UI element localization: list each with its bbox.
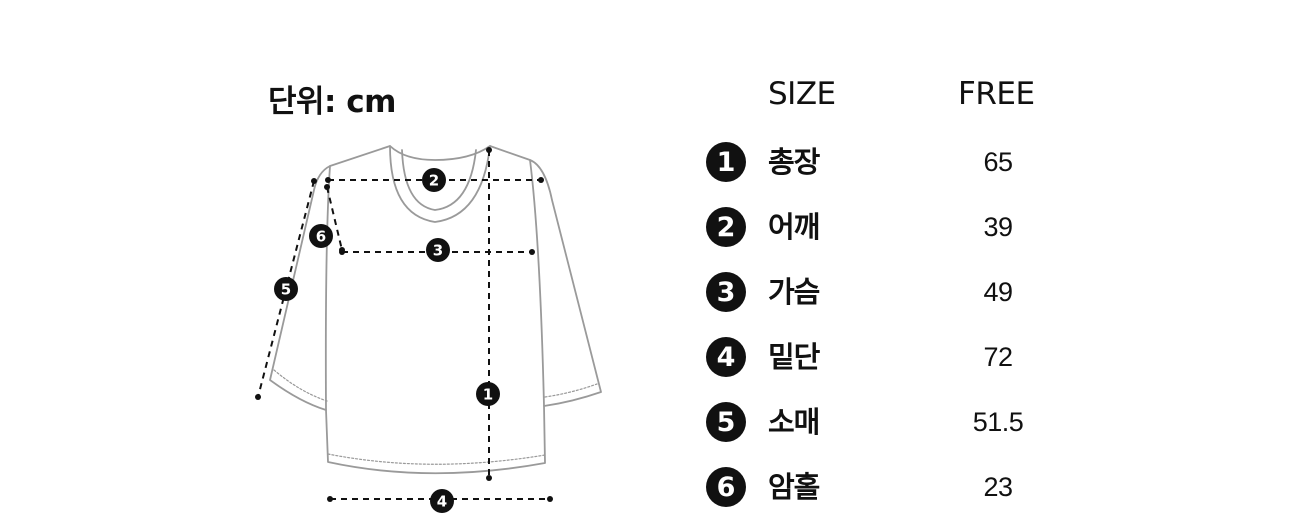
measurement-row: 2 어깨 39 bbox=[0, 207, 1300, 257]
row-number-badge: 2 bbox=[706, 207, 746, 247]
size-header: SIZE bbox=[768, 76, 836, 112]
row-number-badge: 3 bbox=[706, 272, 746, 312]
row-value: 49 bbox=[983, 277, 1013, 307]
row-label: 어깨 bbox=[768, 210, 820, 244]
row-value: 39 bbox=[983, 212, 1013, 242]
armhole-right bbox=[529, 159, 545, 407]
measurement-row: 4 밑단 72 bbox=[0, 337, 1300, 387]
row-label: 가슴 bbox=[768, 275, 820, 309]
svg-text:2: 2 bbox=[429, 172, 439, 190]
measurement-row: 1 총장 65 bbox=[0, 142, 1300, 192]
svg-text:3: 3 bbox=[433, 242, 443, 260]
svg-text:6: 6 bbox=[316, 228, 326, 246]
unit-label: 단위: cm bbox=[268, 84, 396, 120]
row-value: 51.5 bbox=[972, 407, 1024, 437]
svg-text:5: 5 bbox=[281, 281, 291, 299]
marker-1: 1 bbox=[476, 382, 500, 406]
marker-4: 4 bbox=[430, 489, 454, 513]
row-label: 밑단 bbox=[768, 340, 820, 374]
row-number-badge: 1 bbox=[706, 142, 746, 182]
marker-5: 5 bbox=[274, 277, 298, 301]
row-number-badge: 5 bbox=[706, 402, 746, 442]
bottom-hem bbox=[327, 453, 546, 465]
garment-measurement-diagram: 2 3 6 5 1 4 bbox=[255, 145, 602, 513]
svg-text:1: 1 bbox=[483, 386, 493, 404]
measurement-row: 3 가슴 49 bbox=[0, 272, 1300, 322]
row-number-badge: 6 bbox=[706, 467, 746, 507]
row-value: 72 bbox=[983, 342, 1013, 372]
sleeve-hem-right bbox=[544, 383, 598, 398]
marker-3: 3 bbox=[426, 238, 450, 262]
marker-2: 2 bbox=[422, 168, 446, 192]
row-label: 총장 bbox=[768, 145, 820, 179]
row-number-badge: 4 bbox=[706, 337, 746, 377]
marker-6: 6 bbox=[309, 224, 333, 248]
neckline-outer bbox=[389, 145, 491, 223]
free-header: FREE bbox=[958, 76, 1035, 112]
measurement-row: 6 암홀 23 bbox=[0, 467, 1300, 517]
svg-text:4: 4 bbox=[437, 493, 447, 511]
row-value: 65 bbox=[983, 147, 1013, 177]
sleeve-hem-left bbox=[273, 369, 328, 402]
row-value: 23 bbox=[983, 472, 1013, 502]
measurement-row: 5 소매 51.5 bbox=[0, 402, 1300, 452]
row-label: 암홀 bbox=[768, 470, 820, 504]
row-label: 소매 bbox=[768, 405, 820, 439]
